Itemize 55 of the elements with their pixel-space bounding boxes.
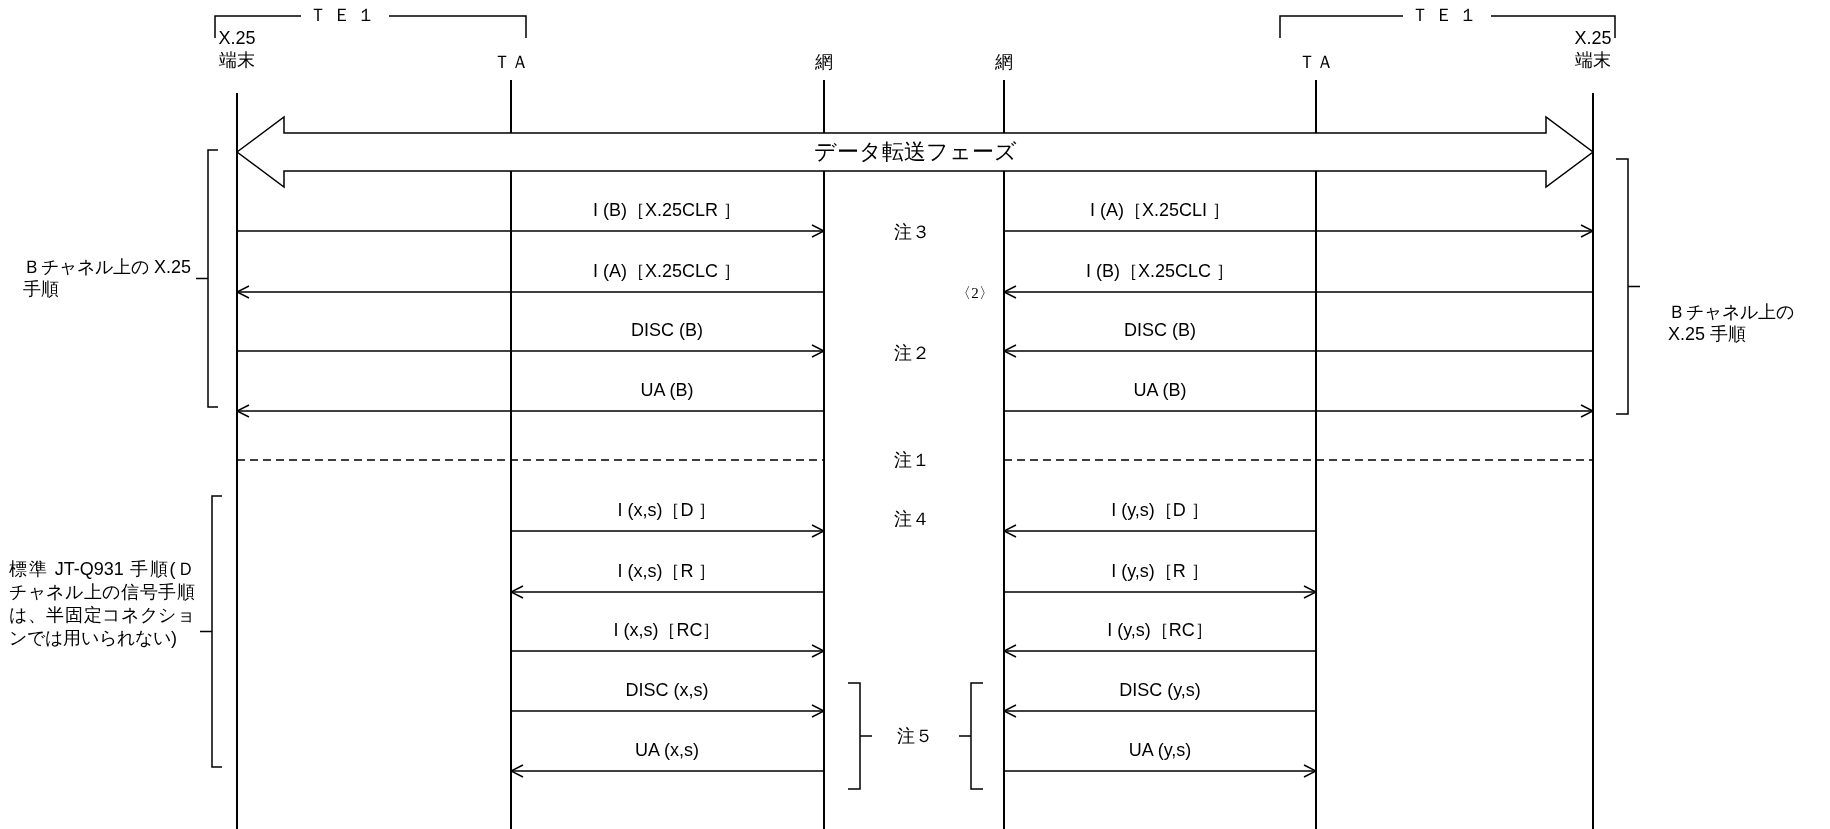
message-arrow — [1003, 644, 1317, 658]
message-arrow — [510, 644, 825, 658]
note-label: 注１ — [894, 450, 930, 472]
message-label: I (y,s)［R ］ — [1111, 561, 1209, 583]
message-label: I (x,s)［D ］ — [617, 500, 717, 522]
lifeline-title: ＴＡ — [493, 52, 529, 74]
bracket-label: 標準 JT-Q931 手順(Ｄチャネル上の信号手順は、半固定コネクションでは用いられない) — [9, 558, 195, 651]
message-arrow — [236, 344, 825, 358]
message-label: DISC (x,s) — [625, 680, 709, 702]
bracket-label: Ｂチャネル上の X.25 手順 — [23, 257, 193, 301]
note-label: 〈2〉 — [956, 284, 994, 302]
message-label: I (y,s)［D ］ — [1111, 500, 1209, 522]
message-label: I (B)［X.25CLR ］ — [593, 200, 741, 222]
message-arrow — [1003, 404, 1594, 418]
phase-label: データ転送フェーズ — [813, 138, 1017, 166]
message-arrow — [236, 285, 825, 299]
message-arrow — [236, 404, 825, 418]
message-label: UA (B) — [1133, 380, 1187, 402]
message-label: UA (x,s) — [635, 740, 699, 762]
message-label: UA (B) — [640, 380, 694, 402]
message-label: I (x,s)［RC］ — [613, 620, 721, 642]
message-label: I (y,s)［RC］ — [1107, 620, 1213, 642]
message-arrow — [510, 764, 825, 778]
message-label: I (x,s)［R ］ — [617, 561, 717, 583]
bracket-label: Ｂチャネル上の X.25 手順 — [1668, 302, 1795, 346]
message-arrow — [1003, 285, 1594, 299]
dashed-line — [236, 459, 825, 461]
message-arrow — [1003, 344, 1594, 358]
message-label: DISC (y,s) — [1119, 680, 1201, 702]
lifeline-title: 網 — [995, 52, 1013, 74]
message-arrow — [236, 224, 825, 238]
note-label: 注４ — [894, 509, 930, 531]
message-label: UA (y,s) — [1128, 740, 1192, 762]
message-arrow — [1003, 524, 1317, 538]
dashed-line — [1003, 459, 1594, 461]
message-arrow — [510, 524, 825, 538]
message-arrow — [1003, 224, 1594, 238]
message-label: I (A)［X.25CLI ］ — [1090, 200, 1230, 222]
note-label: 注２ — [894, 343, 930, 365]
message-arrow — [510, 704, 825, 718]
lifeline-title: X.25 端末 — [217, 28, 257, 72]
message-arrow — [1003, 764, 1317, 778]
note-label: 注３ — [894, 222, 930, 244]
lifeline-title: 網 — [815, 52, 833, 74]
message-label: I (A)［X.25CLC ］ — [593, 261, 741, 283]
lifeline-title: X.25 端末 — [1573, 28, 1613, 72]
message-arrow — [1003, 585, 1317, 599]
phase-arrow — [235, 115, 1595, 189]
note-label: 注５ — [897, 726, 933, 748]
message-label: I (B)［X.25CLC ］ — [1086, 261, 1234, 283]
message-arrow — [1003, 704, 1317, 718]
lifeline-title: ＴＡ — [1298, 52, 1334, 74]
message-label: DISC (B) — [631, 320, 703, 342]
message-label: DISC (B) — [1124, 320, 1196, 342]
message-arrow — [510, 585, 825, 599]
